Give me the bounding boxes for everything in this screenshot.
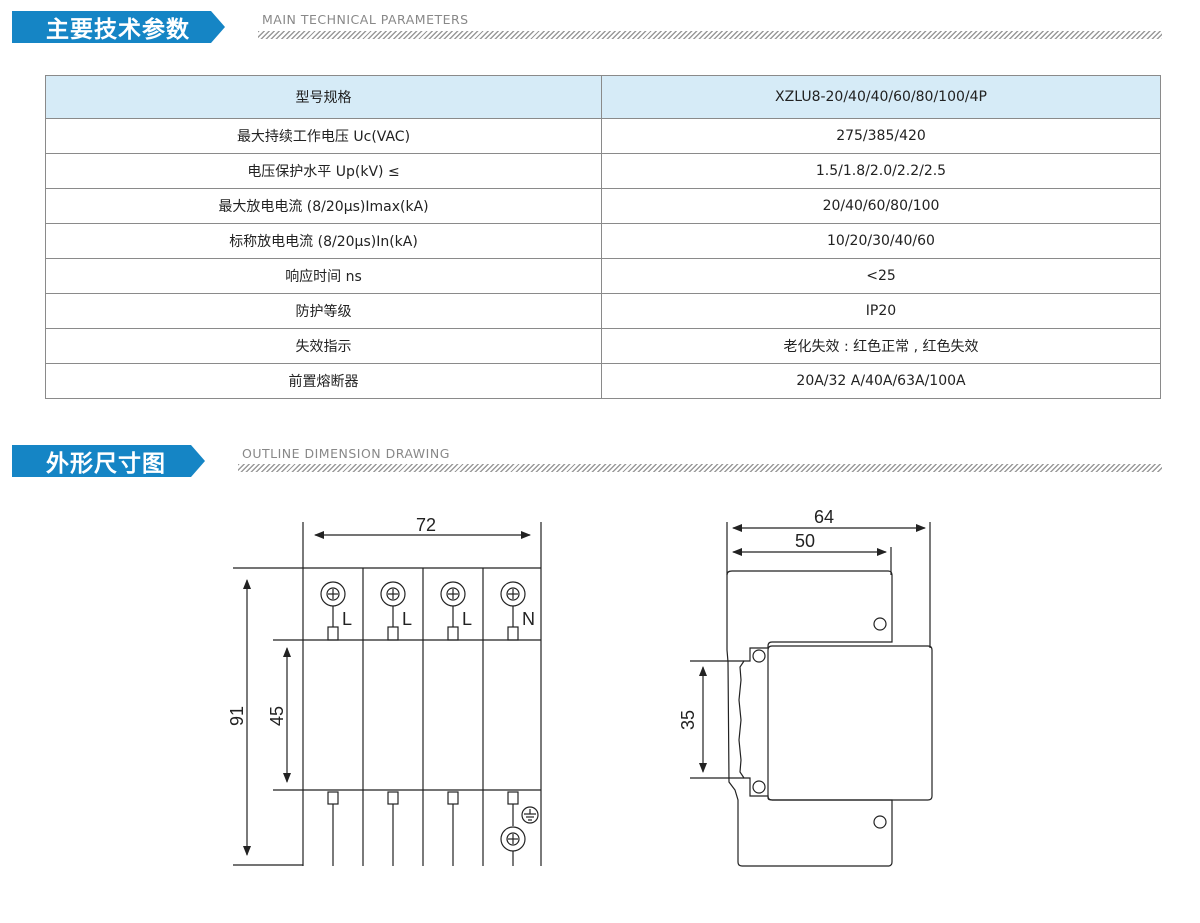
dim-width-72: 72	[416, 515, 436, 535]
front-view-labels: 72 91 45 L L L N	[227, 515, 535, 726]
section-tag-outline: 外形尺寸图	[12, 445, 205, 477]
table-cell-value: 10/20/30/40/60	[601, 223, 1161, 259]
table-cell-value: 20A/32 A/40A/63A/100A	[601, 363, 1161, 399]
table-header-cell: XZLU8-20/40/40/60/80/100/4P	[601, 75, 1161, 119]
ground-screw-icon	[500, 826, 526, 866]
dim-rail-35: 35	[678, 710, 698, 730]
table-row: 响应时间 ns <25	[45, 258, 1161, 294]
table-cell-param: 失效指示	[45, 328, 602, 364]
table-cell-value: <25	[601, 258, 1161, 294]
table-cell-value: IP20	[601, 293, 1161, 329]
terminal-screw-icon	[380, 581, 406, 641]
table-cell-value: 275/385/420	[601, 118, 1161, 154]
table-row: 标称放电电流 (8/20μs)In(kA) 10/20/30/40/60	[45, 223, 1161, 259]
table-cell-value: 老化失效 : 红色正常 , 红色失效	[601, 328, 1161, 364]
section-subtitle-outline: OUTLINE DIMENSION DRAWING	[242, 446, 450, 461]
bottom-terminal-icon	[387, 791, 399, 866]
table-row: 电压保护水平 Up(kV) ≤ 1.5/1.8/2.0/2.2/2.5	[45, 153, 1161, 189]
side-view-labels: 64 50 35	[678, 507, 834, 730]
section-divider-outline	[238, 464, 1162, 472]
table-cell-param: 标称放电电流 (8/20μs)In(kA)	[45, 223, 602, 259]
section-title-params: 主要技术参数	[46, 17, 190, 43]
terminal-label: N	[522, 609, 535, 629]
mounting-hole-icon	[873, 617, 887, 631]
mounting-hole-icon	[752, 780, 766, 794]
table-cell-param: 防护等级	[45, 293, 602, 329]
section-divider-params	[258, 31, 1162, 39]
terminal-label: L	[342, 609, 352, 629]
table-header-row: 型号规格 XZLU8-20/40/40/60/80/100/4P	[45, 75, 1161, 119]
table-cell-value: 1.5/1.8/2.0/2.2/2.5	[601, 153, 1161, 189]
table-row: 防护等级 IP20	[45, 293, 1161, 329]
table-row: 前置熔断器 20A/32 A/40A/63A/100A	[45, 363, 1161, 399]
side-view	[690, 522, 933, 867]
mounting-hole-icon	[873, 815, 887, 829]
dim-body-45: 45	[267, 706, 287, 726]
terminal-label: L	[462, 609, 472, 629]
table-row: 最大放电电流 (8/20μs)Imax(kA) 20/40/60/80/100	[45, 188, 1161, 224]
terminal-screw-icon	[440, 581, 466, 641]
side-front-cover-outline	[767, 645, 933, 801]
section-tag-params: 主要技术参数	[12, 11, 225, 43]
bottom-terminal-icon	[327, 791, 339, 866]
section-title-outline: 外形尺寸图	[46, 451, 166, 477]
dimension-drawing: 72 91 45 L L L N 64 50 35	[227, 507, 933, 867]
table-cell-param: 电压保护水平 Up(kV) ≤	[45, 153, 602, 189]
ground-symbol-icon	[521, 806, 539, 824]
terminal-screw-icon	[500, 581, 526, 641]
table-header-cell: 型号规格	[45, 75, 602, 119]
bottom-terminal-icon	[507, 791, 519, 826]
front-view	[233, 522, 542, 866]
table-cell-param: 前置熔断器	[45, 363, 602, 399]
table-cell-value: 20/40/60/80/100	[601, 188, 1161, 224]
side-top-body-outline	[726, 570, 893, 867]
table-cell-param: 最大持续工作电压 Uc(VAC)	[45, 118, 602, 154]
table-cell-param: 响应时间 ns	[45, 258, 602, 294]
table-row: 失效指示 老化失效 : 红色正常 , 红色失效	[45, 328, 1161, 364]
dim-width-64: 64	[814, 507, 834, 527]
parameters-table: 型号规格 XZLU8-20/40/40/60/80/100/4P 最大持续工作电…	[45, 75, 1161, 399]
terminal-screw-icon	[320, 581, 346, 641]
table-row: 最大持续工作电压 Uc(VAC) 275/385/420	[45, 118, 1161, 154]
section-subtitle-params: MAIN TECHNICAL PARAMETERS	[262, 12, 469, 27]
bottom-terminal-icon	[447, 791, 459, 866]
terminal-label: L	[402, 609, 412, 629]
mounting-hole-icon	[752, 649, 766, 663]
dim-height-91: 91	[227, 706, 247, 726]
table-cell-param: 最大放电电流 (8/20μs)Imax(kA)	[45, 188, 602, 224]
dim-width-50: 50	[795, 531, 815, 551]
